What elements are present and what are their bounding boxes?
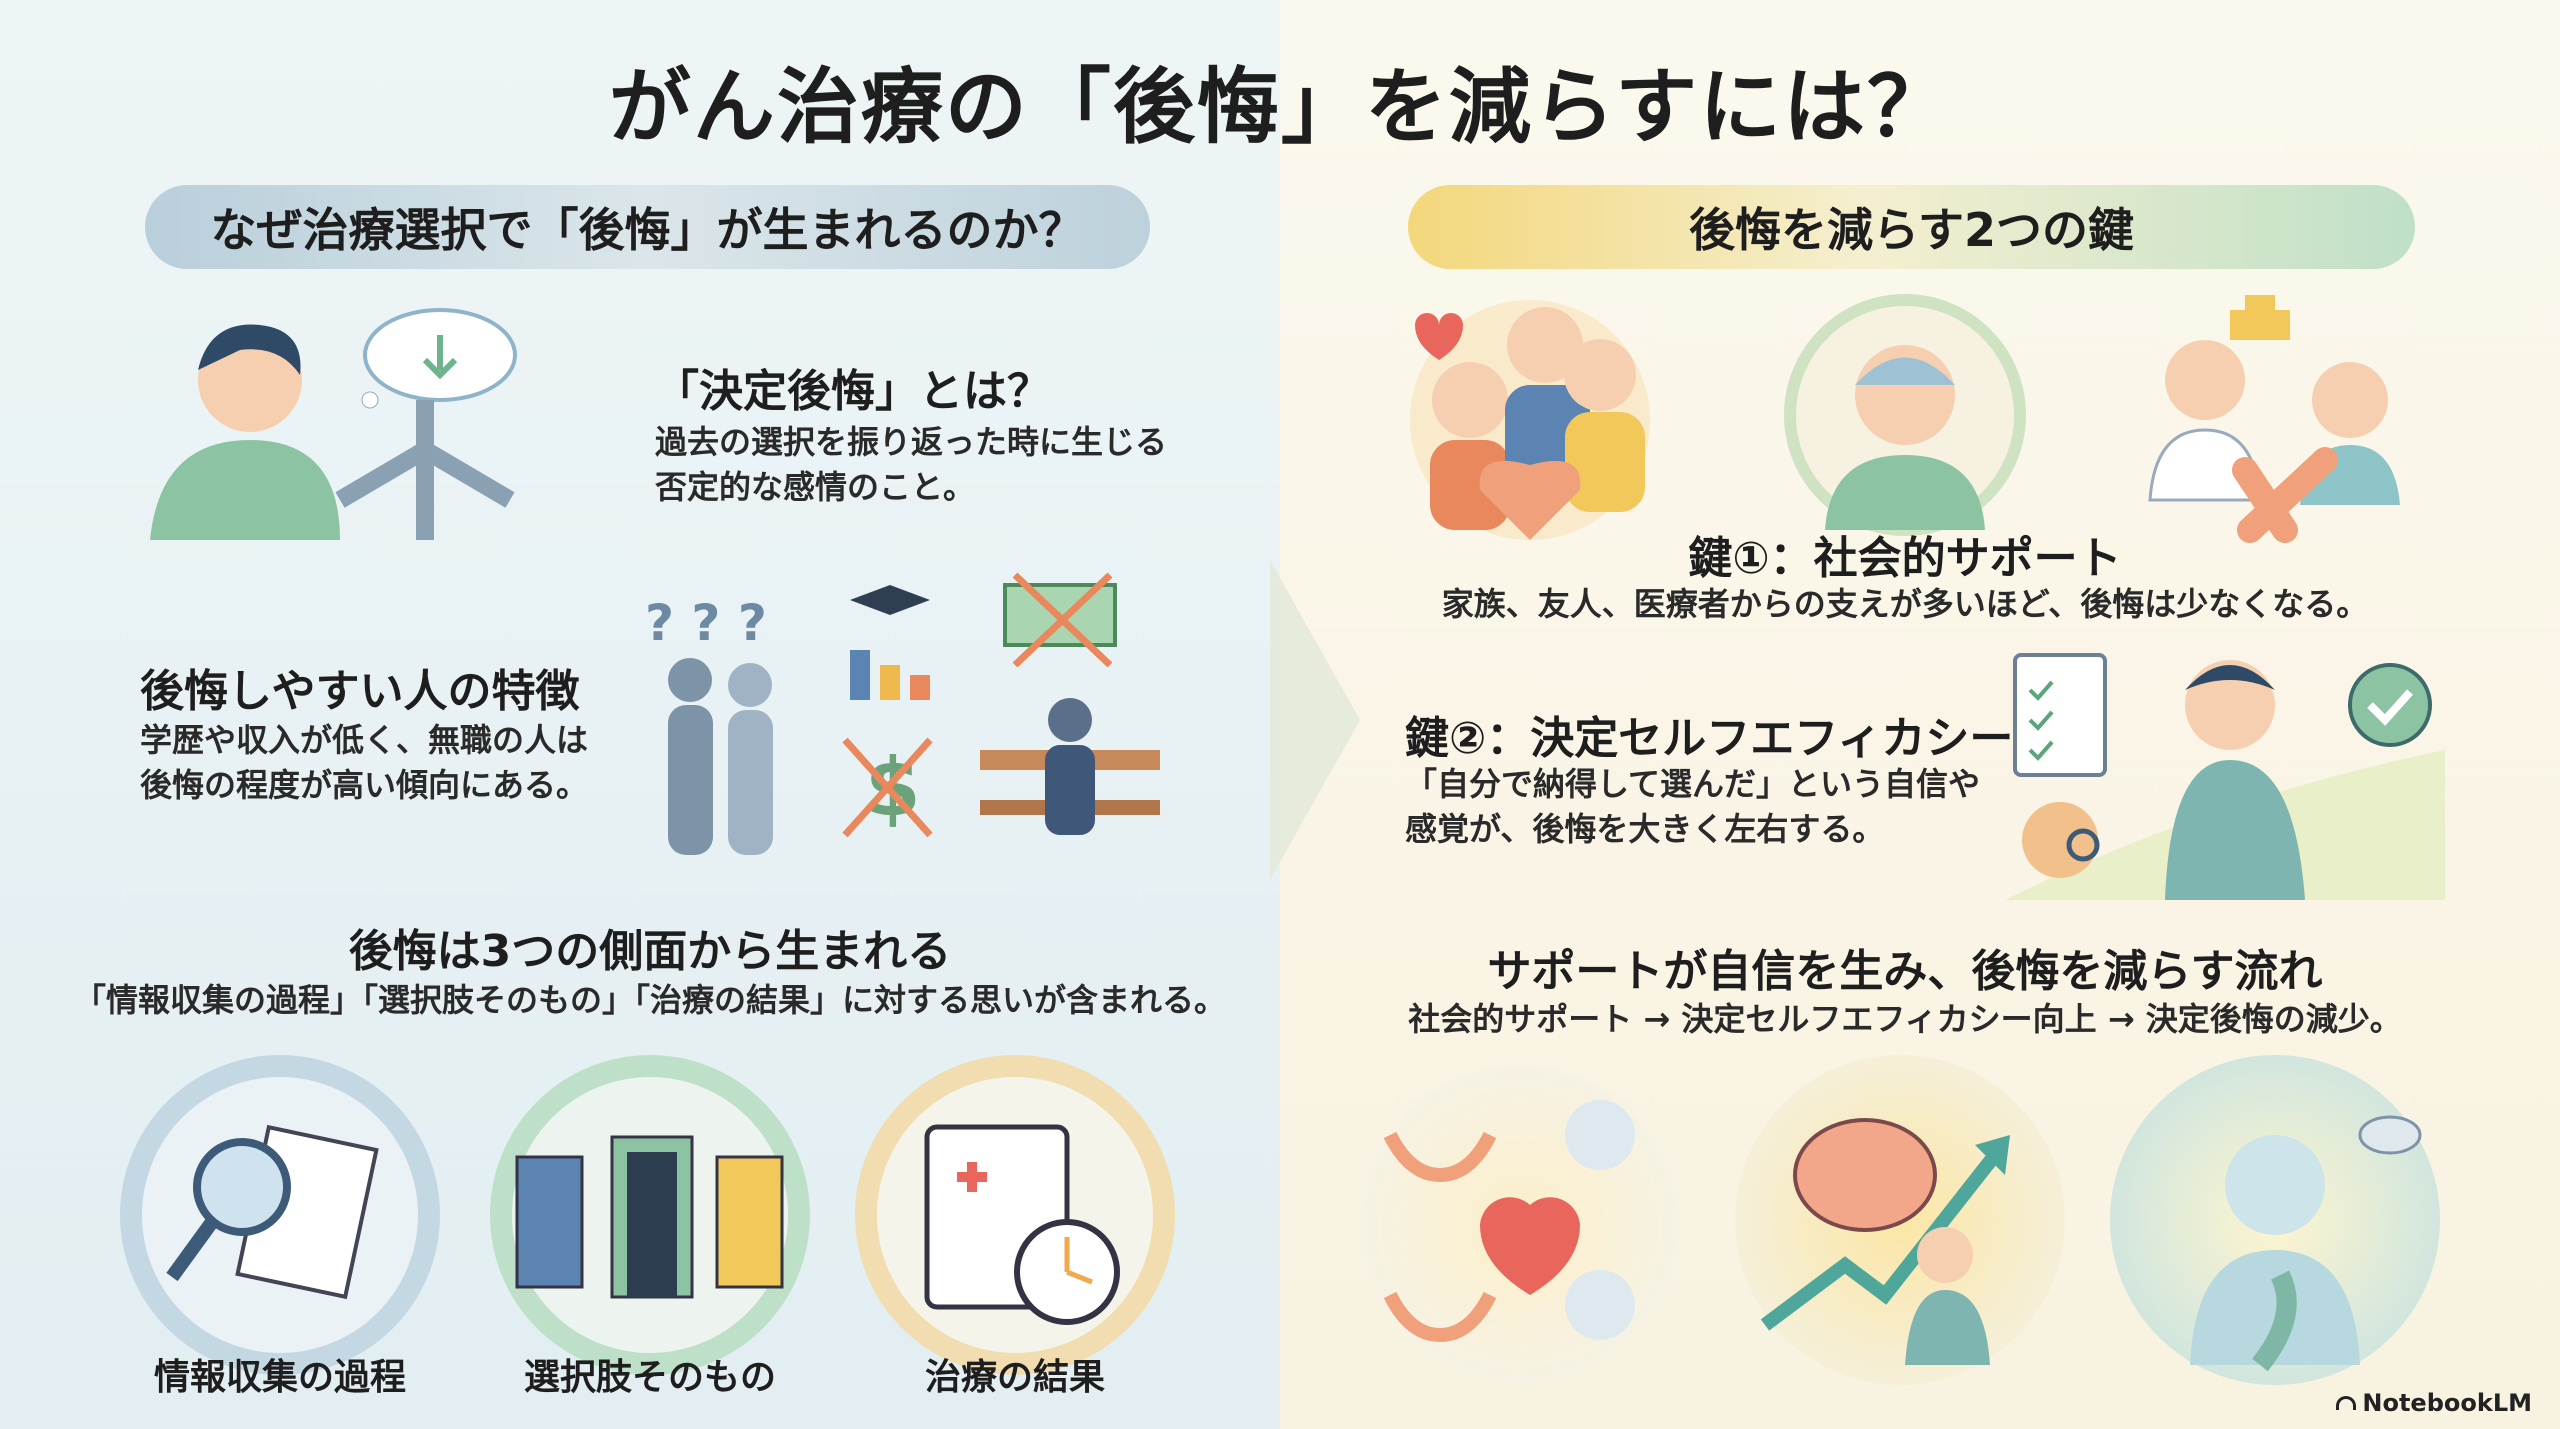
aspect-label-info-gathering: 情報収集の過程 [153, 1357, 406, 1398]
definition-line-1: 過去の選択を振り返った時に生じる [655, 423, 1168, 461]
notebooklm-logo-icon [2336, 1396, 2357, 1410]
key2-heading: 鍵②：決定セルフエフィカシー [1405, 713, 2014, 764]
watermark-text: NotebookLM [2362, 1389, 2532, 1417]
traits-line-2: 後悔の程度が高い傾向にある。 [140, 766, 589, 804]
doors-icon [515, 1135, 784, 1299]
chevron-right-icon [1270, 560, 1360, 880]
definition-heading: 「決定後悔」とは？ [655, 366, 1051, 417]
key1-heading: 鍵①：社会的サポート [1688, 533, 2122, 584]
notebooklm-watermark: NotebookLM [2336, 1389, 2532, 1417]
left-section-header: なぜ治療選択で「後悔」が生まれるのか？ [145, 185, 1150, 269]
medical-staff-illustration [2148, 295, 2400, 543]
aspect-label-outcome: 治療の結果 [924, 1357, 1105, 1398]
info-gathering-circle [120, 1055, 440, 1375]
support-circle [1360, 1065, 1680, 1385]
family-support-illustration [1410, 300, 1650, 540]
definition-line-2: 否定的な感情のこと。 [655, 468, 976, 506]
key2-line-1: 「自分で納得して選んだ」という自信や [1405, 765, 1981, 803]
traits-line-1: 学歴や収入が低く、無職の人は [140, 721, 589, 759]
flow-text: 社会的サポート → 決定セルフエフィカシー向上 → 決定後悔の減少。 [1408, 1000, 2402, 1038]
aspect-label-options: 選択肢そのもの [523, 1357, 776, 1398]
flow-heading: サポートが自信を生み、後悔を減らす流れ [1487, 946, 2323, 997]
clipboard-stopwatch-icon [924, 1124, 1120, 1325]
aspects-subtitle: 「情報収集の過程」「選択肢そのもの」「治療の結果」に対する思いが含まれる。 [73, 981, 1226, 1019]
options-circle [490, 1055, 810, 1375]
traits-illustration: ? ? ? $ [645, 572, 1160, 855]
patient-illustration [1784, 294, 2026, 536]
magnifier-documents-icon [166, 1124, 379, 1300]
confidence-circle [1735, 1055, 2065, 1385]
peace-circle [2110, 1055, 2440, 1385]
thinking-person-illustration [150, 308, 517, 540]
key1-text: 家族、友人、医療者からの支えが多いほど、後悔は少なくなる。 [1441, 585, 2369, 623]
traits-heading: 後悔しやすい人の特徴 [140, 666, 580, 717]
svg-text:? ? ?: ? ? ? [645, 594, 767, 652]
key2-line-2: 感覚が、後悔を大きく左右する。 [1405, 810, 1885, 848]
aspects-heading: 後悔は3つの側面から生まれる [348, 926, 952, 977]
brain-growth-icon [1760, 1118, 2010, 1365]
hearts-hands-icon [1383, 1100, 1635, 1343]
self-efficacy-illustration [2005, 653, 2445, 900]
outcome-circle [855, 1055, 1175, 1375]
calm-person-icon [2190, 1115, 2422, 1372]
right-section-header: 後悔を減らす2つの鍵 [1408, 185, 2415, 269]
page-title: がん治療の「後悔」を減らすには？ [608, 60, 1952, 155]
